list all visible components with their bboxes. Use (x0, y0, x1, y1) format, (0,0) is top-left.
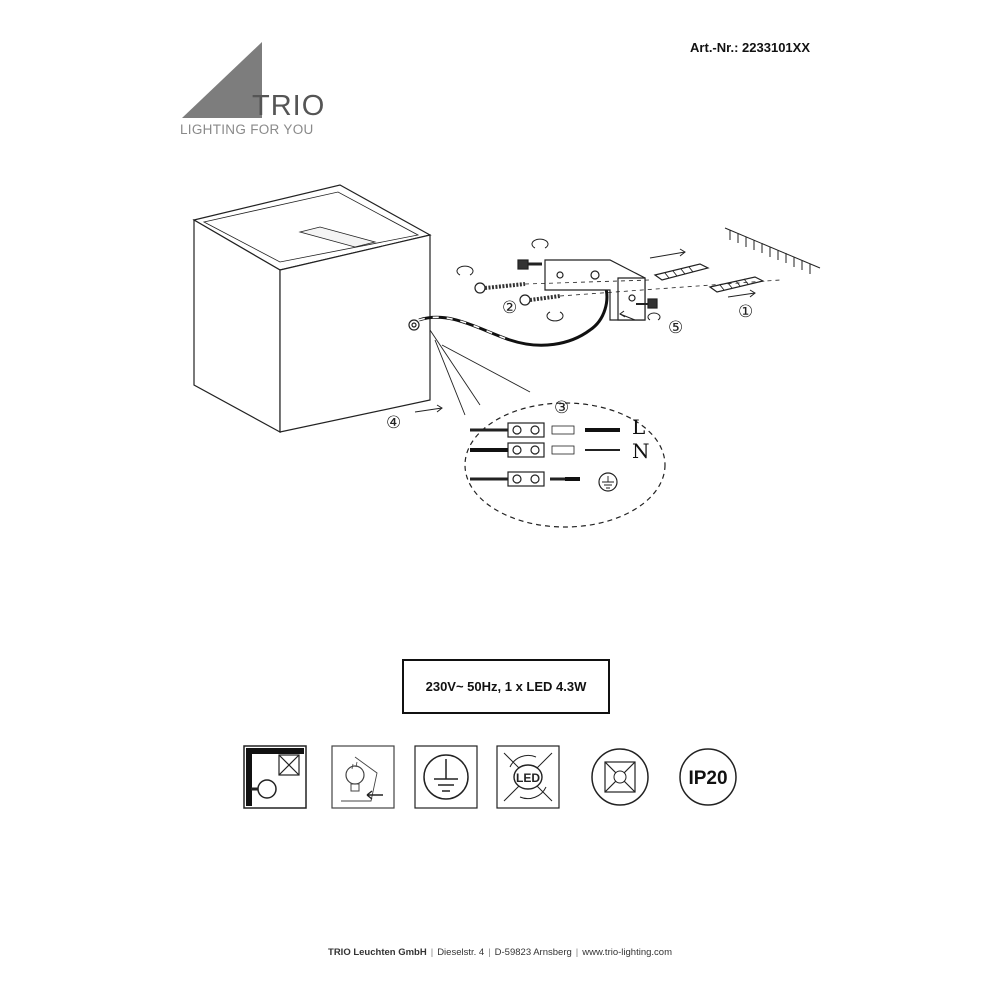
wall-hatch (724, 227, 821, 274)
terminal-block-live (470, 422, 620, 438)
footer: TRIO Leuchten GmbH|Dieselstr. 4|D-59823 … (328, 947, 672, 958)
step-5: ⑤ (668, 318, 683, 338)
callout-leaders (429, 329, 531, 416)
replaceable-light-source-icon (331, 745, 395, 809)
electrical-spec-box: 230V~ 50Hz, 1 x LED 4.3W (402, 659, 610, 714)
ip20-rating-icon: IP20 (679, 748, 737, 806)
screw-top-small (517, 259, 542, 270)
footer-street: Dieselstr. 4 (437, 947, 485, 958)
label-neutral: N (632, 439, 650, 463)
cube-lamp-illustration (192, 184, 432, 434)
screw-left-top (474, 282, 526, 294)
logo-triangle-icon (182, 42, 262, 118)
article-number: Art.-Nr.: 2233101XX (690, 40, 810, 55)
terminal-block-neutral (470, 442, 620, 458)
label-live: L (632, 415, 645, 439)
direction-arrows (414, 238, 756, 413)
ip-rating-label: IP20 (688, 768, 727, 789)
footer-website[interactable]: www.trio-lighting.com (582, 947, 672, 958)
installation-diagram: L N ① ② ③ ④ ⑤ (192, 184, 821, 528)
no-insulation-cover-icon (243, 745, 307, 809)
footer-city: D-59823 Arnsberg (494, 947, 572, 958)
step-2: ② (502, 298, 517, 318)
step-4: ④ (386, 413, 401, 433)
protection-class-earth-icon (414, 745, 478, 809)
logo-tagline: LIGHTING FOR YOU (180, 122, 314, 137)
alignment-lines (524, 279, 781, 297)
step-3: ③ (554, 398, 569, 418)
wall-plug-upper (653, 263, 710, 281)
led-label: LED (516, 771, 540, 785)
wall-plug-lower (708, 276, 765, 293)
step-1: ① (738, 302, 753, 322)
mounting-bracket (544, 259, 646, 321)
power-cable (418, 284, 609, 347)
footer-company: TRIO Leuchten GmbH (328, 947, 427, 958)
logo-brand: TRIO (252, 90, 326, 122)
screw-right-small (636, 298, 658, 309)
non-replaceable-led-icon: LED (496, 745, 560, 809)
screw-left-bottom (519, 294, 561, 306)
trio-logo: TRIO LIGHTING FOR YOU (180, 40, 330, 140)
not-for-insulated-ceiling-icon (591, 748, 649, 806)
terminal-block-earth (470, 471, 618, 492)
